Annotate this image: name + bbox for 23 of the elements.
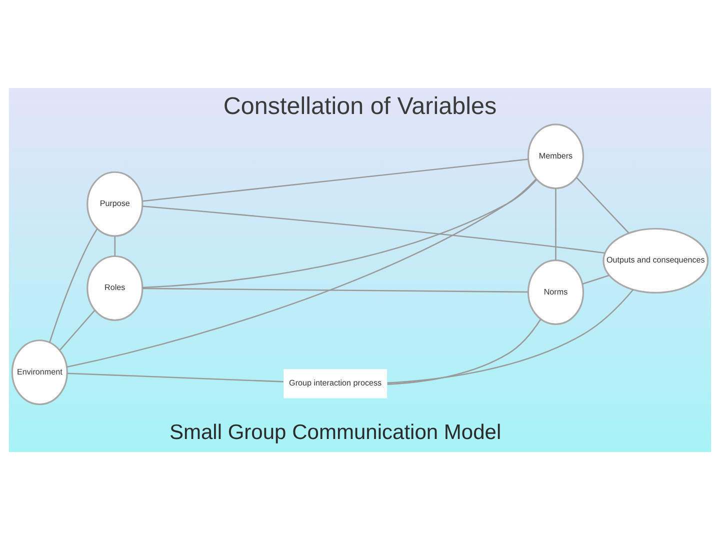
connector <box>582 274 610 285</box>
connector <box>142 288 528 293</box>
connector <box>387 318 542 385</box>
connector <box>576 177 630 234</box>
connector <box>59 310 96 351</box>
connector <box>142 206 605 254</box>
connector <box>142 179 538 288</box>
connector <box>48 228 98 343</box>
node-ellipse: Norms <box>527 259 584 325</box>
connector <box>142 158 528 202</box>
node-ellipse: Purpose <box>86 171 144 237</box>
node-ellipse: Outputs and consequences <box>602 228 709 294</box>
node-ellipse: Members <box>527 124 584 190</box>
connector <box>555 188 556 260</box>
diagram-title: Constellation of Variables <box>223 92 497 120</box>
node-box: Group interaction process <box>284 369 388 398</box>
connector <box>67 372 284 382</box>
connector <box>66 178 537 368</box>
node-ellipse: Roles <box>86 255 144 321</box>
connector <box>387 289 634 384</box>
caption: Small Group Communication Model <box>169 420 502 444</box>
connector <box>114 236 116 256</box>
node-ellipse: Environment <box>11 340 68 406</box>
